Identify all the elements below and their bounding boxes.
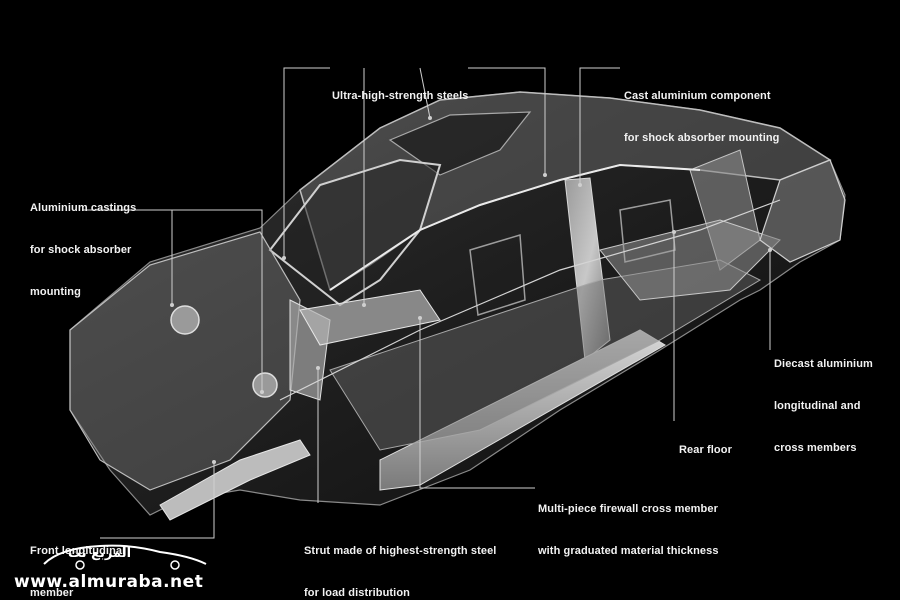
car-logo-icon bbox=[43, 544, 207, 570]
label-line: Diecast aluminium bbox=[774, 358, 873, 370]
label-line: Strut made of highest-strength steel bbox=[304, 545, 497, 557]
label-line: with graduated material thickness bbox=[538, 545, 719, 557]
roof-rail-highlight bbox=[329, 163, 701, 291]
beltline-highlight bbox=[279, 199, 781, 401]
shock-tower-right bbox=[252, 372, 278, 398]
shock-tower-left bbox=[170, 305, 200, 335]
label-rear-floor: Rear floor bbox=[679, 415, 732, 485]
watermark-arabic: المربع نت bbox=[68, 546, 132, 561]
label-line: cross members bbox=[774, 442, 857, 454]
label-line: Multi-piece firewall cross member bbox=[538, 503, 718, 515]
label-line: for shock absorber bbox=[30, 244, 132, 256]
label-ultra-high-strength-steels: Ultra-high-strength steels bbox=[332, 61, 468, 131]
label-firewall-cross-member: Multi-piece firewall cross member with g… bbox=[538, 474, 719, 586]
watermark-url: www.almuraba.net bbox=[14, 572, 204, 592]
rear-floor bbox=[599, 219, 781, 301]
label-line: Aluminium castings bbox=[30, 202, 137, 214]
label-line: Cast aluminium component bbox=[624, 90, 771, 102]
label-line: member bbox=[30, 587, 74, 599]
leader-aluminium-castings bbox=[82, 209, 263, 392]
label-strut: Strut made of highest-strength steel for… bbox=[304, 516, 496, 600]
label-front-longitudinal-member: Front longitudinal member bbox=[30, 516, 125, 600]
label-diecast-aluminium: Diecast aluminium longitudinal and cross… bbox=[774, 329, 873, 483]
front-structure bbox=[69, 231, 301, 491]
front-longitudinal-rail bbox=[159, 439, 311, 521]
side-sill bbox=[379, 329, 666, 491]
leader-ultra-high-strength-3 bbox=[468, 67, 546, 175]
leader-cast-aluminium bbox=[579, 67, 620, 185]
label-line: Rear floor bbox=[679, 444, 732, 456]
b-pillar bbox=[564, 177, 611, 361]
floor-panel bbox=[329, 259, 762, 451]
leader-ultra-high-strength bbox=[283, 67, 330, 258]
label-aluminium-castings: Aluminium castings for shock absorber mo… bbox=[30, 173, 136, 327]
leader-firewall bbox=[419, 318, 535, 489]
label-line: mounting bbox=[30, 286, 81, 298]
label-line: for shock absorber mounting bbox=[624, 132, 780, 144]
label-line: longitudinal and bbox=[774, 400, 861, 412]
label-line: Ultra-high-strength steels bbox=[332, 90, 469, 102]
label-cast-aluminium-component: Cast aluminium component for shock absor… bbox=[624, 61, 780, 173]
firewall-cross-member bbox=[299, 289, 441, 346]
rear-structure bbox=[759, 159, 846, 263]
leader-ultra-high-strength-4 bbox=[419, 67, 431, 119]
label-line: for load distribution bbox=[304, 587, 410, 599]
windshield-frame bbox=[268, 158, 442, 307]
seat-frame-front bbox=[469, 234, 526, 316]
seat-frame-rear bbox=[619, 199, 676, 263]
leader-front-longitudinal bbox=[100, 462, 215, 539]
